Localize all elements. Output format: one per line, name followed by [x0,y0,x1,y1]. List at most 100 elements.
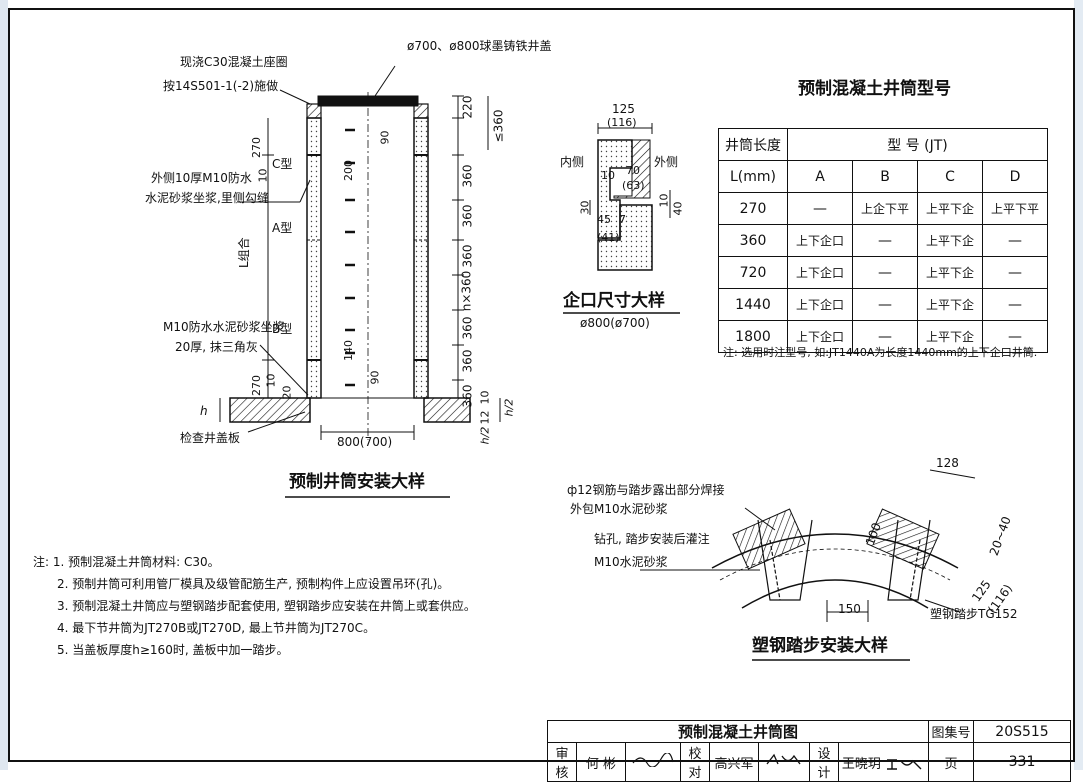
row-length: 1800 [718,320,788,353]
dim-10-bottom: 10 [264,373,278,388]
cell-b: — [852,288,918,321]
joint-dim-30: 30 [578,200,592,215]
dim-20: 20 [280,385,294,400]
table-row: 1800 上下企口 — 上平下企 — [718,320,1048,353]
bed-mortar-label: M10防水水泥砂浆坐浆 [163,320,285,334]
shaft-section [219,65,501,440]
type-d-header: D [982,160,1048,193]
dim-140: 140 [342,340,355,361]
outer-mortar-label: 外侧10厚M10防水 [151,171,252,185]
joint-width-alt: (116) [607,116,637,129]
row-length: 360 [718,224,788,257]
step-detail-title: 塑钢踏步安装大样 [752,636,888,656]
type-c-header: C [917,160,983,193]
dim-h: h [200,404,208,418]
type-b-header: B [852,160,918,193]
table-row: 360 上下企口 — 上平下企 — [718,224,1048,257]
cell-c: 上平下企 [917,224,983,257]
page-edge-right [1074,0,1083,770]
joint-dim-7: 7 [619,213,626,226]
type-table-title: 预制混凝土井筒型号 [798,79,951,99]
review-label: 审核 [547,742,577,782]
joint-dim-70: 70 [626,164,640,177]
type-a-header: A [787,160,853,193]
joint-dim-40: 40 [671,201,685,216]
row-length: 270 [718,192,788,225]
joint-width: 125 [612,102,635,116]
cell-c: 上平下企 [917,192,983,225]
drawing-title: 预制混凝土井筒图 [547,720,929,743]
dim-90-top: 90 [378,130,392,145]
step-dim-150: 150 [838,602,861,616]
atlas-number: 20S515 [973,720,1071,743]
type-c-label: C型 [272,157,293,171]
cell-a: — [787,192,853,225]
type-table-note: 注: 选用时注型号, 如:JT1440A为长度1440mm的上下企口井筒. [723,346,1038,359]
dim-270-top: 270 [250,137,263,158]
step-section [640,469,976,622]
design-label: 设计 [809,742,839,782]
cell-a: 上下企口 [787,288,853,321]
cell-b: 上企下平 [852,192,918,225]
cell-a: 上下企口 [787,256,853,289]
seat-ring-label: 现浇C30混凝土座圈 [180,55,288,69]
note-item: 2. 预制井筒可利用管厂模具及级管配筋生产, 预制构件上应设置吊环(孔)。 [57,577,450,591]
header-length: 井筒长度 [718,128,788,161]
title-block: 预制混凝土井筒图 图集号 20S515 审核 何 彬 校对 高兴军 设计 王晓玥… [547,720,1071,782]
cell-c: 上平下企 [917,256,983,289]
dim-220: 220 [460,95,475,119]
dim-nx360: n×360 [459,270,474,312]
cell-d: — [982,288,1048,321]
review-signature [625,742,681,782]
note-item: 注: 1. 预制混凝土井筒材料: C30。 [33,555,220,569]
page-label: 页 [928,742,974,782]
dim-12-right: 12 [478,410,492,425]
cell-d: — [982,256,1048,289]
cover-label: ø700、ø800球墨铸铁井盖 [407,39,552,53]
dim-270-bottom: 270 [250,375,263,396]
note-item: 4. 最下节井筒为JT270B或JT270D, 最上节井筒为JT270C。 [57,621,376,635]
step-rebar-label: ф12钢筋与踏步露出部分焊接 [567,483,725,497]
note-item: 5. 当盖板厚度h≥160时, 盖板中加一踏步。 [57,643,289,657]
cell-c: 上平下企 [917,320,983,353]
step-drill-label-2: M10水泥砂浆 [594,555,668,569]
review-name: 何 彬 [576,742,626,782]
header-type: 型 号 (JT) [787,128,1048,161]
dim-max-360: ≤360 [491,109,506,143]
row-length: 720 [718,256,788,289]
cell-c: 上平下企 [917,288,983,321]
page-edge-left [0,0,8,770]
atlas-label: 图集号 [928,720,974,743]
bed-mortar-label-2: 20厚, 抹三角灰 [175,340,258,354]
row-length: 1440 [718,288,788,321]
dim-90-bottom: 90 [368,370,382,385]
cell-d: — [982,320,1048,353]
joint-section [589,123,671,271]
cell-d: — [982,224,1048,257]
page-number: 331 [973,742,1071,782]
dim-360-4: 360 [460,316,475,340]
cell-b: — [852,320,918,353]
joint-dim-10-right: 10 [657,193,671,208]
type-a-label: A型 [272,221,293,235]
dim-360-5: 360 [460,349,475,373]
step-drill-label: 钻孔, 踏步安装后灌注 [594,532,710,546]
type-table: 井筒长度 型 号 (JT) L(mm) A B C D 270 — 上企下平 上… [718,128,1048,353]
dim-h2-b: h/2 [502,398,516,417]
header-unit: L(mm) [718,160,788,193]
combo-label: L组合 [237,237,251,268]
drawing-frame [8,8,1075,762]
table-row: 1440 上下企口 — 上平下企 — [718,288,1048,321]
cover-plate-label: 检查井盖板 [180,431,241,445]
joint-outer-label: 外侧 [654,155,679,169]
cell-a: 上下企口 [787,224,853,257]
joint-dim-10: 10 [601,169,615,182]
joint-inner-label: 内侧 [560,155,585,169]
joint-dim-63: (63) [622,179,645,192]
note-item: 3. 预制混凝土井筒应与塑钢踏步配套使用, 塑钢踏步应安装在井筒上或套供应。 [57,599,476,613]
check-label: 校对 [680,742,710,782]
dim-360-2: 360 [460,204,475,228]
cell-d: 上平下平 [982,192,1048,225]
check-signature [758,742,810,782]
